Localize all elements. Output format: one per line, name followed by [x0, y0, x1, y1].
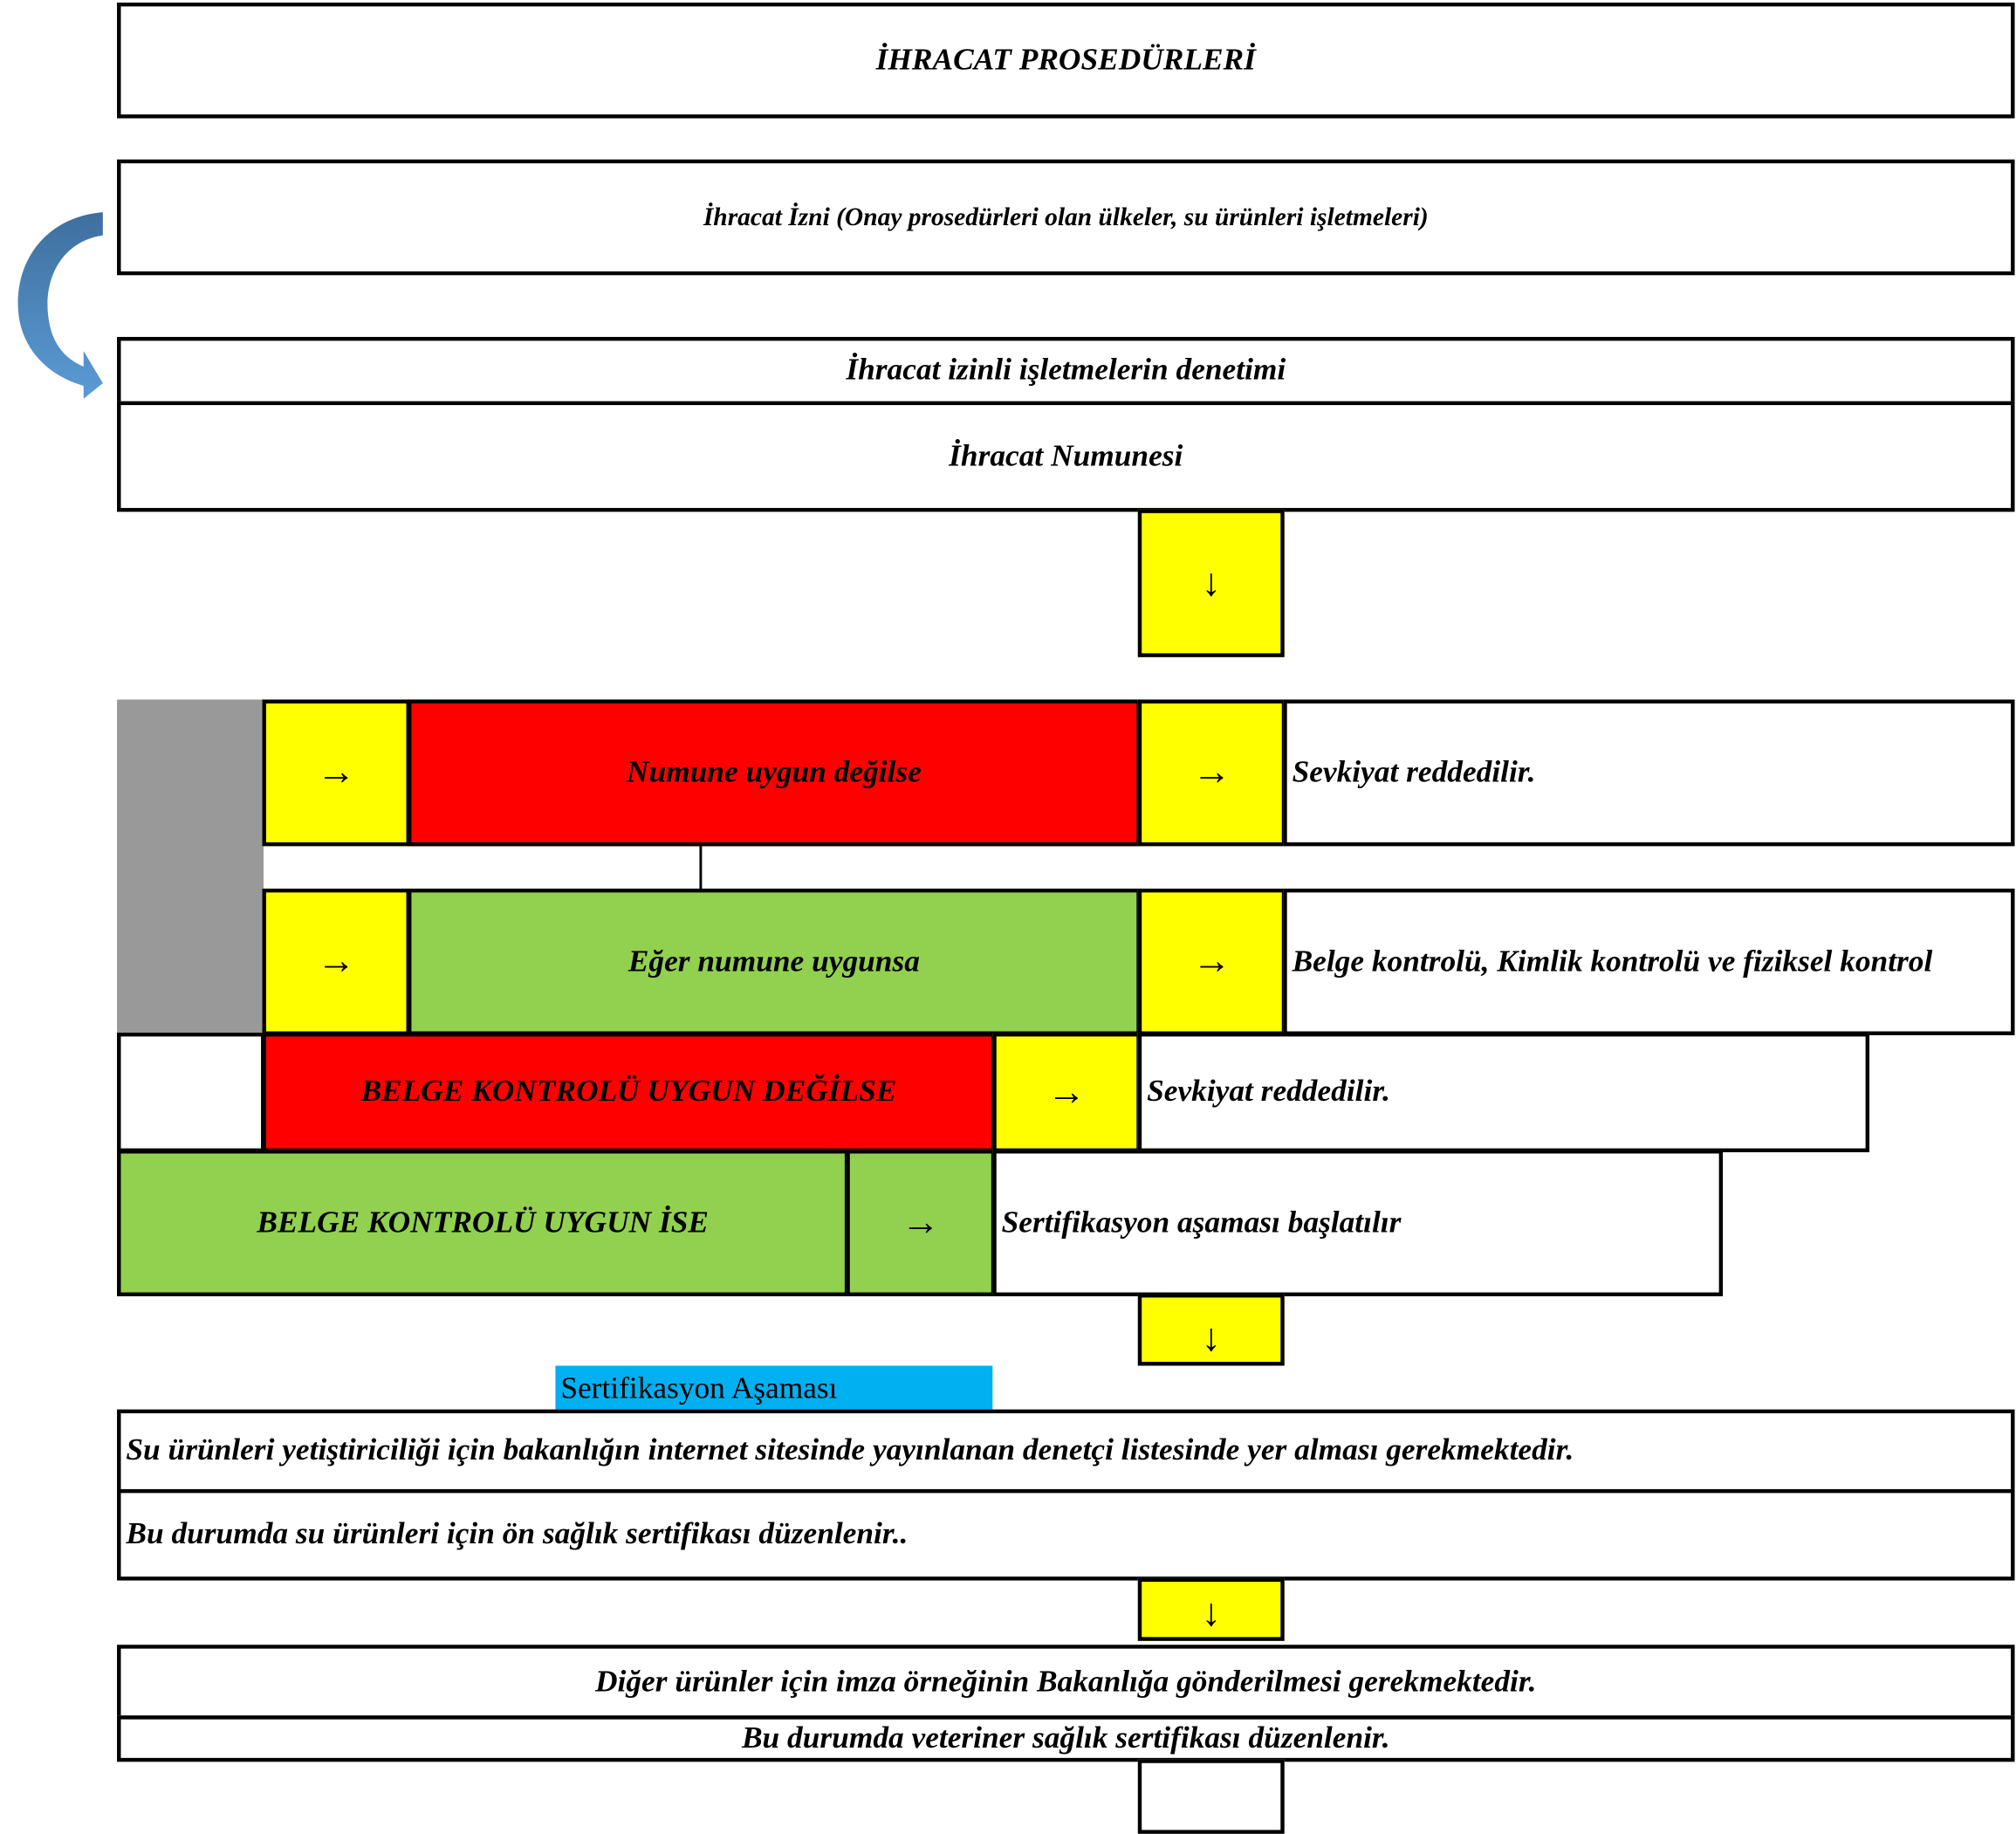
other-requirement: Diğer ürünler için imza örneğinin Bakanl…	[117, 1645, 2015, 1720]
sample-accept-condition: Eğer numune uygunsa	[408, 888, 1141, 1035]
sample-reject-condition: Numune uygun değilse	[408, 699, 1141, 847]
gray-side-block	[117, 699, 264, 1034]
title-box: İHRACAT PROSEDÜRLERİ	[117, 2, 2015, 119]
arrow-box: →	[992, 1032, 1141, 1152]
arrow-box: →	[1137, 888, 1286, 1035]
doc-reject-result-text: Sevkiyat reddedilir.	[1147, 1075, 1390, 1109]
arrow-right-icon: →	[1192, 939, 1231, 983]
other-requirement-text: Diğer ürünler için imza örneğinin Bakanl…	[595, 1665, 1537, 1699]
arrow-box: →	[846, 1150, 996, 1296]
sample-reject-result: Sevkiyat reddedilir.	[1283, 699, 2015, 847]
aquaculture-requirement: Su ürünleri yetiştiriciliği için bakanlı…	[117, 1409, 2015, 1494]
other-result-text: Bu durumda veteriner sağlık sertifikası …	[741, 1721, 1390, 1755]
arrow-down-icon: ↓	[1201, 1316, 1221, 1360]
arrow-box: →	[262, 699, 410, 847]
inspection-box: İhracat izinli işletmelerin denetimi	[117, 336, 2015, 406]
aquaculture-result: Bu durumda su ürünleri için ön sağlık se…	[117, 1488, 2015, 1581]
doc-reject-text: BELGE KONTROLÜ UYGUN DEĞİLSE	[360, 1075, 897, 1109]
arrow-right-icon: →	[1046, 1070, 1087, 1114]
down-arrow-box: ↓	[1137, 1294, 1285, 1366]
inspection-text: İhracat izinli işletmelerin denetimi	[846, 354, 1286, 388]
sample-reject-text: Numune uygun değilse	[626, 755, 922, 789]
sample-text: İhracat Numunesi	[949, 439, 1183, 473]
sample-accept-result-text: Belge kontrolü, Kimlik kontrolü ve fizik…	[1292, 944, 1933, 979]
export-permit-box: İhracat İzni (Onay prosedürleri olan ülk…	[117, 159, 2015, 276]
export-permit-text: İhracat İzni (Onay prosedürleri olan ülk…	[703, 203, 1429, 232]
doc-accept-result: Sertifikasyon aşaması başlatılır	[992, 1150, 1724, 1296]
title: İHRACAT PROSEDÜRLERİ	[875, 43, 1256, 77]
sample-box: İhracat Numunesi	[117, 401, 2015, 512]
arrow-down-icon: ↓	[1201, 1591, 1221, 1635]
connector-line	[699, 846, 703, 890]
sample-reject-result-text: Sevkiyat reddedilir.	[1292, 755, 1536, 789]
doc-accept-result-text: Sertifikasyon aşaması başlatılır	[1001, 1205, 1402, 1240]
empty-cell	[117, 1032, 265, 1152]
sample-accept-result: Belge kontrolü, Kimlik kontrolü ve fizik…	[1283, 888, 2015, 1035]
other-result: Bu durumda veteriner sağlık sertifikası …	[117, 1715, 2015, 1762]
doc-reject-condition: BELGE KONTROLÜ UYGUN DEĞİLSE	[262, 1032, 996, 1152]
arrow-right-icon: →	[1192, 751, 1231, 793]
curved-arrow-icon	[17, 212, 103, 399]
aquaculture-result-text: Bu durumda su ürünleri için ön sağlık se…	[126, 1517, 909, 1551]
empty-end-box	[1137, 1759, 1285, 1834]
sample-accept-text: Eğer numune uygunsa	[627, 944, 920, 979]
arrow-down-icon: ↓	[1201, 561, 1221, 604]
down-arrow-box: ↓	[1137, 509, 1285, 657]
certification-stage-label: Sertifikasyon Aşaması	[555, 1365, 993, 1410]
doc-reject-result: Sevkiyat reddedilir.	[1137, 1032, 1870, 1152]
aquaculture-requirement-text: Su ürünleri yetiştiriciliği için bakanlı…	[126, 1433, 1574, 1468]
doc-accept-text: BELGE KONTROLÜ UYGUN İSE	[257, 1205, 710, 1240]
arrow-right-icon: →	[317, 939, 356, 983]
doc-accept-condition: BELGE KONTROLÜ UYGUN İSE	[117, 1150, 849, 1296]
arrow-right-icon: →	[317, 751, 356, 793]
arrow-box: →	[1137, 699, 1286, 847]
arrow-right-icon: →	[901, 1200, 940, 1244]
arrow-box: →	[262, 888, 410, 1035]
down-arrow-box: ↓	[1137, 1577, 1285, 1641]
